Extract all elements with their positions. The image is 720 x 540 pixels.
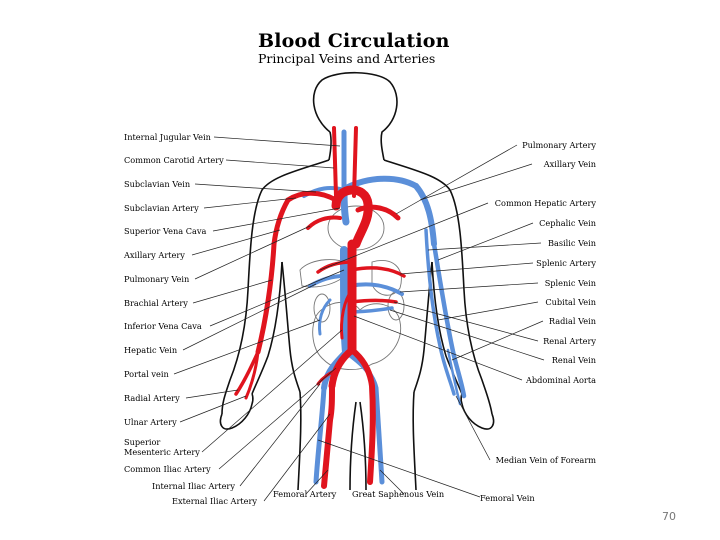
label-femoral-vein: Femoral Vein bbox=[480, 493, 535, 503]
label-abdominal-aorta: Abdominal Aorta bbox=[525, 375, 596, 385]
label-renal-artery: Renal Artery bbox=[543, 336, 596, 346]
label-axillary-vein: Axillary Vein bbox=[543, 159, 596, 169]
label-brachial-artery: Brachial Artery bbox=[124, 298, 188, 308]
cephalic-vein bbox=[431, 241, 467, 399]
page-number: 70 bbox=[662, 510, 676, 523]
splenic-artery bbox=[350, 266, 406, 278]
brachial-artery bbox=[255, 241, 277, 355]
left-torso-outline bbox=[221, 159, 330, 415]
head-outline bbox=[312, 71, 398, 161]
label-common-iliac-artery: Common Iliac Artery bbox=[124, 464, 211, 474]
portal-vein bbox=[318, 298, 332, 336]
label-basilic-vein: Basilic Vein bbox=[547, 238, 596, 248]
label-femoral-artery: Femoral Artery bbox=[273, 489, 337, 499]
label-great-saphenous-vein: Great Saphenous Vein bbox=[352, 489, 445, 499]
left-kidney-outline bbox=[313, 293, 331, 323]
label-hepatic-vein: Hepatic Vein bbox=[124, 345, 178, 355]
common-carotid-artery-right bbox=[352, 126, 358, 198]
basilic-vein bbox=[424, 228, 456, 396]
arteries bbox=[234, 126, 406, 489]
right-kidney-outline bbox=[387, 291, 405, 321]
label-subclavian-vein: Subclavian Vein bbox=[124, 179, 191, 189]
stomach-outline bbox=[371, 260, 402, 296]
femoral-artery bbox=[321, 417, 333, 489]
label-internal-jugular-vein: Internal Jugular Vein bbox=[124, 132, 211, 142]
label-cephalic-vein: Cephalic Vein bbox=[539, 218, 596, 228]
label-pulmonary-vein: Pulmonary Vein bbox=[124, 274, 190, 284]
common-iliac-artery bbox=[328, 346, 356, 390]
median-vein-of-forearm bbox=[446, 348, 462, 406]
label-common-hepatic-artery: Common Hepatic Artery bbox=[494, 198, 596, 208]
external-iliac-artery bbox=[327, 383, 335, 423]
label-common-carotid-artery: Common Carotid Artery bbox=[124, 155, 224, 165]
label-external-iliac-artery: External Iliac Artery bbox=[172, 496, 258, 506]
leader-lines bbox=[173, 136, 545, 502]
ulnar-artery bbox=[244, 350, 260, 400]
intestine-outline bbox=[312, 301, 402, 370]
label-radial-vein: Radial Vein bbox=[548, 316, 596, 326]
right-leg-outline bbox=[412, 391, 417, 491]
label-splenic-artery: Splenic Artery bbox=[536, 258, 596, 268]
label-median-vein-of-forearm: Median Vein of Forearm bbox=[495, 455, 596, 465]
femoral-vein bbox=[313, 385, 327, 485]
organs bbox=[299, 205, 405, 370]
axillary-vein bbox=[413, 183, 437, 247]
pulmonary-vein bbox=[306, 215, 342, 230]
label-internal-iliac-artery: Internal Iliac Artery bbox=[152, 481, 235, 491]
common-carotid-artery-left bbox=[332, 126, 338, 198]
left-leg-outline bbox=[297, 391, 302, 491]
label-cubital-vein: Cubital Vein bbox=[545, 297, 596, 307]
aortic-arch bbox=[331, 185, 373, 249]
label-pulmonary-artery: Pulmonary Artery bbox=[522, 140, 596, 150]
subclavian-artery bbox=[285, 190, 339, 203]
label-renal-vein: Renal Vein bbox=[551, 355, 596, 365]
diagram-title: Blood Circulation bbox=[258, 30, 450, 52]
axillary-artery bbox=[271, 197, 291, 247]
superior-mesenteric-artery bbox=[340, 288, 354, 340]
label-ulnar-artery: Ulnar Artery bbox=[124, 417, 177, 427]
label-portal-vein: Portal vein bbox=[124, 369, 169, 379]
great-saphenous-vein bbox=[343, 349, 385, 485]
label-inferior-vena-cava: Inferior Vena Cava bbox=[124, 321, 202, 331]
label-superior-vena-cava: Superior Vena Cava bbox=[124, 226, 207, 236]
right-iliac-artery bbox=[349, 347, 376, 485]
pulmonary-artery bbox=[355, 204, 401, 221]
label-superior: Superior bbox=[124, 437, 161, 447]
label-radial-artery: Radial Artery bbox=[124, 393, 180, 403]
renal-artery bbox=[350, 298, 398, 304]
label-mesenteric-artery: Mesenteric Artery bbox=[124, 447, 200, 457]
diagram-subtitle: Principal Veins and Arteries bbox=[258, 51, 436, 66]
hepatic-vein bbox=[308, 274, 346, 288]
label-subclavian-artery: Subclavian Artery bbox=[124, 203, 199, 213]
label-splenic-vein: Splenic Vein bbox=[544, 278, 596, 288]
label-axillary-artery: Axillary Artery bbox=[124, 250, 185, 260]
right-hand-outline bbox=[460, 393, 495, 430]
left-hand-outline bbox=[219, 393, 254, 430]
